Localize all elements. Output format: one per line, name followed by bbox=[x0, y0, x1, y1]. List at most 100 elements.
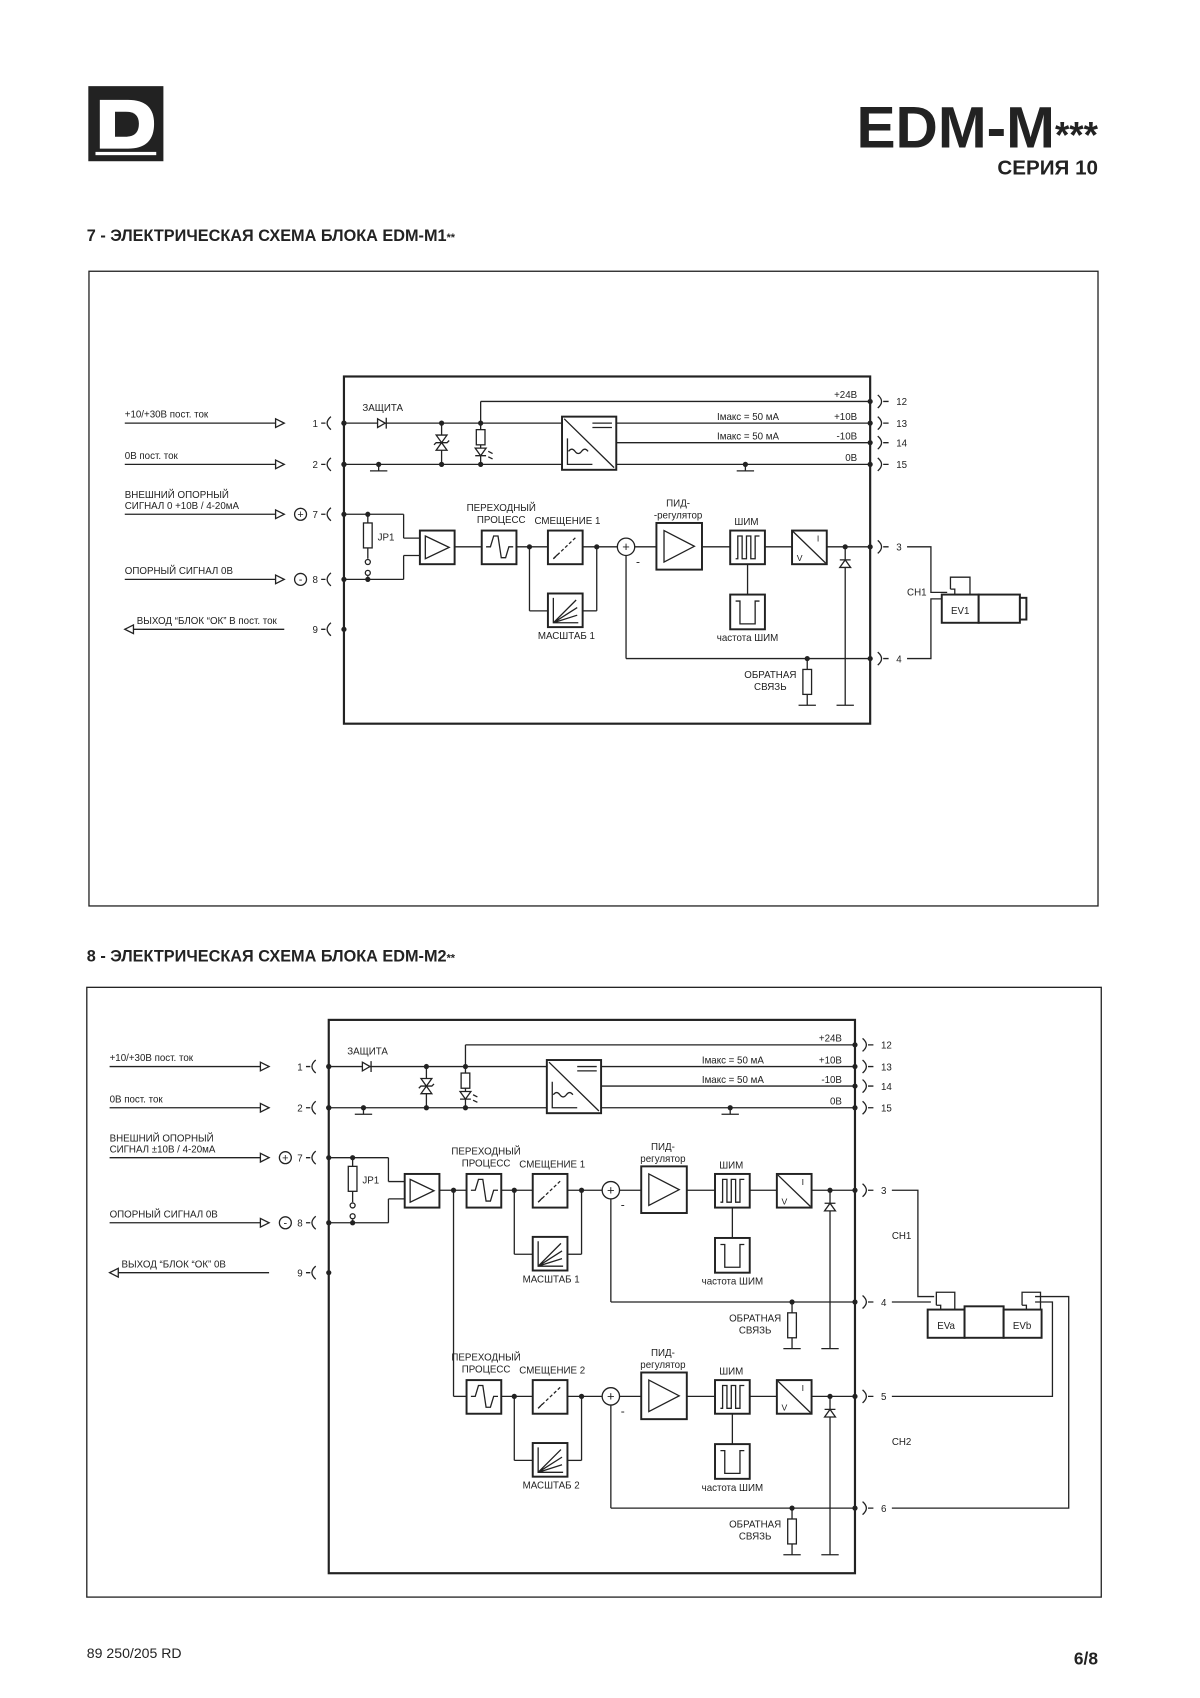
jumper-contact bbox=[364, 569, 371, 577]
led-icon bbox=[458, 1090, 478, 1103]
jumper-contact bbox=[364, 558, 371, 566]
scale-icon bbox=[537, 1241, 564, 1267]
pid-label: -регулятор bbox=[654, 511, 703, 522]
connector-icon bbox=[862, 1037, 874, 1052]
polarity-circle bbox=[278, 1216, 292, 1230]
i-label: I bbox=[817, 533, 819, 543]
terminal-number: 14 bbox=[881, 1082, 892, 1093]
pwm-icon bbox=[720, 1384, 745, 1409]
terminal-number: 9 bbox=[312, 625, 317, 636]
input-terminal-8: ОПОРНЫЙ СИГНАЛ 0В-8 bbox=[124, 565, 347, 587]
v-label: V bbox=[782, 1402, 788, 1412]
terminal-number: 2 bbox=[297, 1104, 302, 1115]
voltage-label: +24В bbox=[834, 390, 857, 401]
junction-dot bbox=[867, 461, 873, 467]
current-limit-label: Iмакс = 50 мА bbox=[717, 412, 779, 423]
junction-dot bbox=[438, 420, 445, 426]
junction-dot bbox=[867, 420, 873, 426]
valve-label: EV1 bbox=[951, 606, 969, 617]
pid-label: регулятор bbox=[640, 1360, 686, 1371]
polarity-sign: - bbox=[299, 574, 303, 586]
polarity-circle bbox=[278, 1151, 292, 1165]
pwm-icon bbox=[735, 535, 760, 560]
connector-icon bbox=[321, 416, 332, 431]
terminal-number: 15 bbox=[881, 1104, 892, 1115]
transient-icon bbox=[470, 1384, 499, 1408]
pid-label: ПИД- bbox=[666, 499, 690, 510]
junction-dot bbox=[326, 1155, 332, 1161]
current-limit-label: Iмакс = 50 мА bbox=[702, 1075, 764, 1086]
resistor-icon bbox=[475, 429, 486, 446]
input-stage: JP1 bbox=[343, 511, 482, 582]
polarity-sign: - bbox=[284, 1218, 288, 1230]
connector-icon bbox=[877, 416, 889, 431]
pulse-icon bbox=[720, 1449, 745, 1475]
section-title-text: 7 - ЭЛЕКТРИЧЕСКАЯ СХЕМА БЛОКА EDM-M1 bbox=[87, 227, 447, 245]
control-block-outline bbox=[342, 375, 872, 725]
junction-dot bbox=[438, 461, 445, 467]
junction-dot bbox=[867, 544, 873, 550]
transient-label: ПРОЦЕСС bbox=[462, 1365, 511, 1376]
voltage-label: -10В bbox=[821, 1075, 842, 1086]
amplifier-icon bbox=[409, 1178, 436, 1204]
input-label: ОПОРНЫЙ СИГНАЛ 0В bbox=[110, 1208, 218, 1220]
terminal-number: 3 bbox=[896, 543, 901, 554]
junction-dot bbox=[341, 420, 347, 426]
junction-dot bbox=[360, 1105, 367, 1111]
protection-label: ЗАЩИТА bbox=[347, 1047, 388, 1058]
junction-dot bbox=[852, 1042, 858, 1048]
junction-dot bbox=[852, 1063, 858, 1070]
protection-label: ЗАЩИТА bbox=[362, 403, 403, 414]
junction-dot bbox=[852, 1105, 858, 1111]
pwm-label: ШИМ bbox=[719, 1161, 743, 1172]
offset-label: СМЕЩЕНИЕ 1 bbox=[519, 1159, 585, 1170]
connector-icon bbox=[862, 1294, 874, 1309]
terminal-number: 4 bbox=[896, 654, 902, 665]
transient-label: ПРОЦЕСС bbox=[477, 515, 526, 526]
jumper-label: JP1 bbox=[362, 1176, 379, 1187]
terminal-number: 7 bbox=[312, 510, 317, 521]
jumper-resistor-icon bbox=[347, 1165, 358, 1192]
junction-dot bbox=[341, 461, 347, 467]
arrow-right-icon bbox=[259, 1102, 271, 1114]
terminal-number: 6 bbox=[881, 1504, 886, 1515]
terminal-number: 9 bbox=[297, 1268, 302, 1279]
section-7-title: 7 - ЭЛЕКТРИЧЕСКАЯ СХЕМА БЛОКА EDM-M1** bbox=[87, 227, 456, 245]
arrow-right-icon bbox=[259, 1152, 271, 1164]
jumper-contact bbox=[349, 1213, 356, 1220]
connector-icon bbox=[877, 651, 889, 666]
junction-dot bbox=[852, 1393, 858, 1399]
junction-dot bbox=[804, 655, 810, 662]
summing-plus: + bbox=[607, 1183, 615, 1198]
pid-label: регулятор bbox=[640, 1154, 686, 1165]
transient-icon bbox=[470, 1178, 499, 1202]
terminal-number: 1 bbox=[312, 419, 317, 430]
offset-label: СМЕЩЕНИЕ 1 bbox=[535, 516, 601, 527]
channel-label: CH1 bbox=[892, 1231, 912, 1242]
flyback-diode-icon bbox=[838, 558, 852, 569]
polarity-sign: + bbox=[282, 1152, 288, 1164]
connector-icon bbox=[305, 1265, 317, 1280]
feedback-label: ОБРАТНАЯ bbox=[729, 1314, 781, 1325]
pwm-frequency-label: частота ШИМ bbox=[702, 1483, 764, 1494]
valve-end-cap bbox=[1018, 596, 1028, 621]
junction-dot bbox=[326, 1220, 332, 1226]
arrow-right-icon bbox=[259, 1217, 271, 1229]
polarity-sign: + bbox=[297, 509, 303, 521]
junction-dot bbox=[867, 440, 873, 446]
terminal-number: 15 bbox=[896, 460, 907, 471]
input-terminal-8: ОПОРНЫЙ СИГНАЛ 0В-8 bbox=[110, 1208, 332, 1230]
junction-dot bbox=[742, 461, 748, 467]
flyback-diode-icon bbox=[823, 1408, 837, 1418]
connector-icon bbox=[877, 394, 889, 409]
page-number: 6/8 bbox=[1074, 1648, 1098, 1668]
terminal-number: 3 bbox=[881, 1186, 886, 1197]
section-title-text: 8 - ЭЛЕКТРИЧЕСКАЯ СХЕМА БЛОКА EDM-M2 bbox=[87, 947, 447, 965]
terminal-number: 13 bbox=[896, 419, 907, 430]
